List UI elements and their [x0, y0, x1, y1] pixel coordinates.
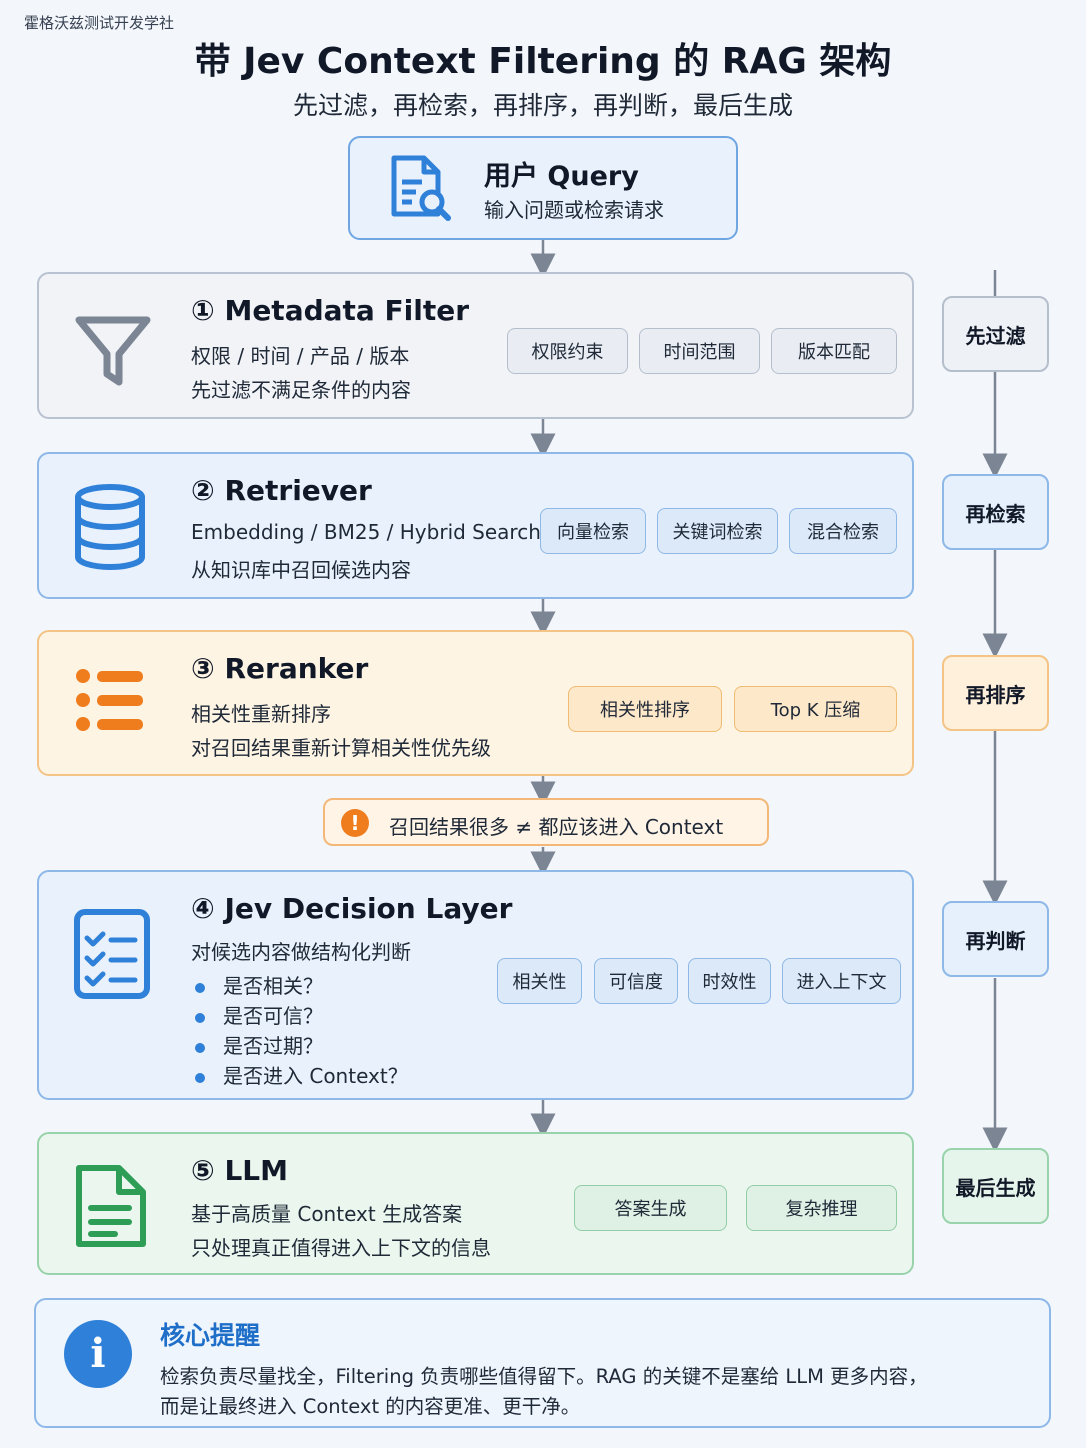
stage-title: ② Retriever: [191, 474, 372, 507]
stage-title: ④ Jev Decision Layer: [191, 892, 513, 925]
side-step-filter: 先过滤: [942, 296, 1049, 372]
tag-answer-generation: 答案生成: [574, 1185, 727, 1231]
tag-relevance: 相关性: [497, 958, 582, 1004]
document-icon: [73, 1164, 149, 1254]
stage-metadata-filter: ① Metadata Filter 权限 / 时间 / 产品 / 版本 先过滤不…: [37, 272, 914, 419]
stage-line: Embedding / BM25 / Hybrid Search: [191, 520, 541, 544]
stage-line: 对候选内容做结构化判断: [191, 940, 411, 964]
stage-line: 只处理真正值得进入上下文的信息: [191, 1236, 491, 1260]
stage-reranker: ③ Reranker 相关性重新排序 对召回结果重新计算相关性优先级 相关性排序…: [37, 630, 914, 776]
page-subtitle: 先过滤，再检索，再排序，再判断，最后生成: [292, 91, 793, 120]
info-icon: i: [64, 1320, 132, 1388]
side-step-generate: 最后生成: [942, 1148, 1049, 1224]
user-query-box: 用户 Query 输入问题或检索请求: [348, 136, 738, 240]
list-icon: [73, 664, 147, 742]
tag-credibility: 可信度: [594, 958, 678, 1004]
bullet-item: 是否进入 Context？: [191, 1060, 408, 1089]
stage-decision-layer: ④ Jev Decision Layer 对候选内容做结构化判断 是否相关？ 是…: [37, 870, 914, 1100]
document-search-icon: [386, 154, 456, 228]
tag-version-match: 版本匹配: [771, 328, 897, 374]
tag-topk-compress: Top K 压缩: [734, 686, 897, 732]
tag-time-range: 时间范围: [639, 328, 760, 374]
stage-title: ③ Reranker: [191, 652, 369, 685]
core-reminder-note: i 核心提醒 检索负责尽量找全，Filtering 负责哪些值得留下。RAG 的…: [34, 1298, 1051, 1428]
stage-title: ⑤ LLM: [191, 1154, 289, 1187]
tag-vector-search: 向量检索: [540, 508, 646, 554]
stage-title: ① Metadata Filter: [191, 294, 470, 327]
bullet-item: 是否可信？: [191, 1000, 323, 1029]
warning-text: 召回结果很多 ≠ 都应该进入 Context: [389, 815, 724, 839]
tag-permission: 权限约束: [507, 328, 628, 374]
filter-icon: [73, 310, 153, 394]
tag-keyword-search: 关键词检索: [657, 508, 778, 554]
bullet-item: 是否相关？: [191, 970, 323, 999]
page-title: 带 Jev Context Filtering 的 RAG 架构: [194, 41, 892, 82]
tag-timeliness: 时效性: [688, 958, 771, 1004]
note-title: 核心提醒: [160, 1321, 261, 1350]
stage-line: 从知识库中召回候选内容: [191, 558, 411, 582]
warning-callout: ! 召回结果很多 ≠ 都应该进入 Context: [323, 798, 769, 846]
note-line: 检索负责尽量找全，Filtering 负责哪些值得留下。RAG 的关键不是塞给 …: [160, 1365, 928, 1388]
bullet-item: 是否过期？: [191, 1030, 323, 1059]
database-icon: [73, 484, 147, 574]
stage-line: 相关性重新排序: [191, 702, 331, 726]
tag-hybrid-search: 混合检索: [789, 508, 897, 554]
side-step-rerank: 再排序: [942, 655, 1049, 731]
side-step-retrieve: 再检索: [942, 474, 1049, 550]
stage-retriever: ② Retriever Embedding / BM25 / Hybrid Se…: [37, 452, 914, 599]
checklist-icon: [73, 906, 153, 1006]
tag-relevance-sort: 相关性排序: [568, 686, 722, 732]
side-step-judge: 再判断: [942, 901, 1049, 977]
stage-llm: ⑤ LLM 基于高质量 Context 生成答案 只处理真正值得进入上下文的信息…: [37, 1132, 914, 1275]
query-title: 用户 Query: [484, 161, 639, 192]
tag-enter-context: 进入上下文: [782, 958, 901, 1004]
watermark: 霍格沃兹测试开发学社: [24, 14, 175, 32]
query-subtitle: 输入问题或检索请求: [484, 198, 664, 222]
exclamation-icon: !: [341, 809, 369, 837]
stage-line: 对召回结果重新计算相关性优先级: [191, 736, 491, 760]
tag-complex-reasoning: 复杂推理: [746, 1185, 897, 1231]
stage-line: 基于高质量 Context 生成答案: [191, 1202, 463, 1226]
stage-line: 权限 / 时间 / 产品 / 版本: [191, 344, 410, 368]
note-line: 而是让最终进入 Context 的内容更准、更干净。: [160, 1395, 581, 1418]
stage-line: 先过滤不满足条件的内容: [191, 378, 411, 402]
